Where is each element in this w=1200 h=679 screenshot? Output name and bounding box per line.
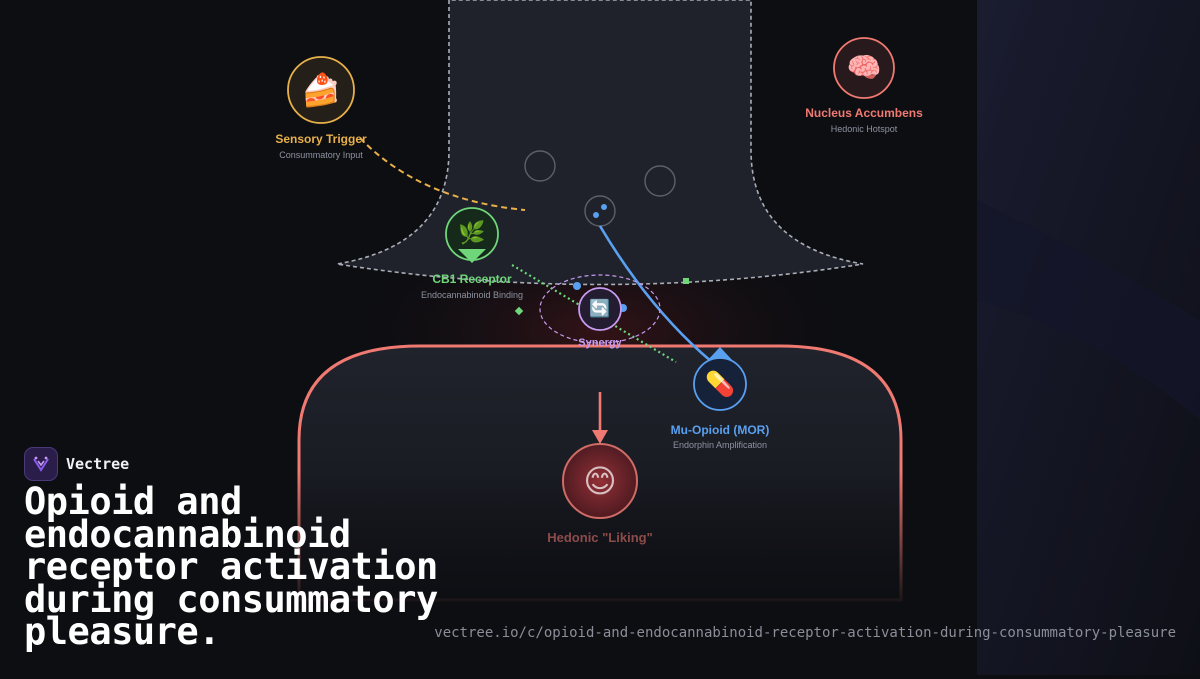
mor-node-circle: [693, 357, 747, 411]
brand-name: Vectree: [66, 455, 130, 473]
vectree-logo-icon: [24, 447, 58, 481]
sensory-trigger-sublabel: Consummatory Input: [279, 150, 363, 160]
neurotransmitter-dot: [593, 212, 599, 218]
accumbens-node-circle: [833, 37, 895, 99]
cycle-arrows-icon: 🔄: [589, 299, 611, 319]
cb1-receptor-sublabel: Endocannabinoid Binding: [420, 290, 524, 300]
synergy-node-circle: [578, 287, 622, 331]
nucleus-accumbens-sublabel: Hedonic Hotspot: [830, 124, 898, 134]
nucleus-accumbens-label: Nucleus Accumbens: [805, 106, 923, 120]
synergy-label: Synergy: [578, 337, 622, 349]
cb1-node-pointer: [458, 249, 486, 263]
mu-opioid-label: Mu-Opioid (MOR): [670, 423, 770, 437]
opioid-release-path: [598, 225, 713, 363]
leaf-icon: 🌿: [458, 221, 486, 246]
endocannabinoid-particle: [683, 278, 689, 284]
cake-icon: 🍰: [301, 71, 341, 109]
vesicle: [644, 165, 676, 197]
vesicle: [524, 150, 556, 182]
synergy-particle: [573, 282, 581, 290]
page-url[interactable]: vectree.io/c/opioid-and-endocannabinoid-…: [434, 625, 1176, 641]
endocannabinoid-particle: [514, 306, 524, 316]
brain-icon: 🧠: [846, 51, 882, 84]
pill-icon: 💊: [705, 370, 735, 398]
page-title: Opioid and endocannabinoid receptor acti…: [24, 480, 438, 653]
sensory-input-path: [359, 137, 526, 211]
neurotransmitter-dot: [601, 204, 607, 210]
smile-icon: 😊: [583, 462, 617, 500]
background-panel-sweep: [977, 200, 1200, 420]
outcome-arrow-head: [592, 430, 608, 444]
hedonic-liking-label: Hedonic "Liking": [547, 530, 653, 545]
mu-opioid-sublabel: Endorphin Amplification: [672, 440, 768, 450]
cb1-receptor-label: CB1 Receptor: [432, 272, 512, 286]
liking-node-circle: [562, 443, 638, 519]
sensory-node-circle: [287, 56, 355, 124]
sensory-trigger-label: Sensory Trigger: [275, 132, 367, 146]
synergy-zone: [539, 274, 661, 344]
brand[interactable]: Vectree: [24, 447, 129, 481]
